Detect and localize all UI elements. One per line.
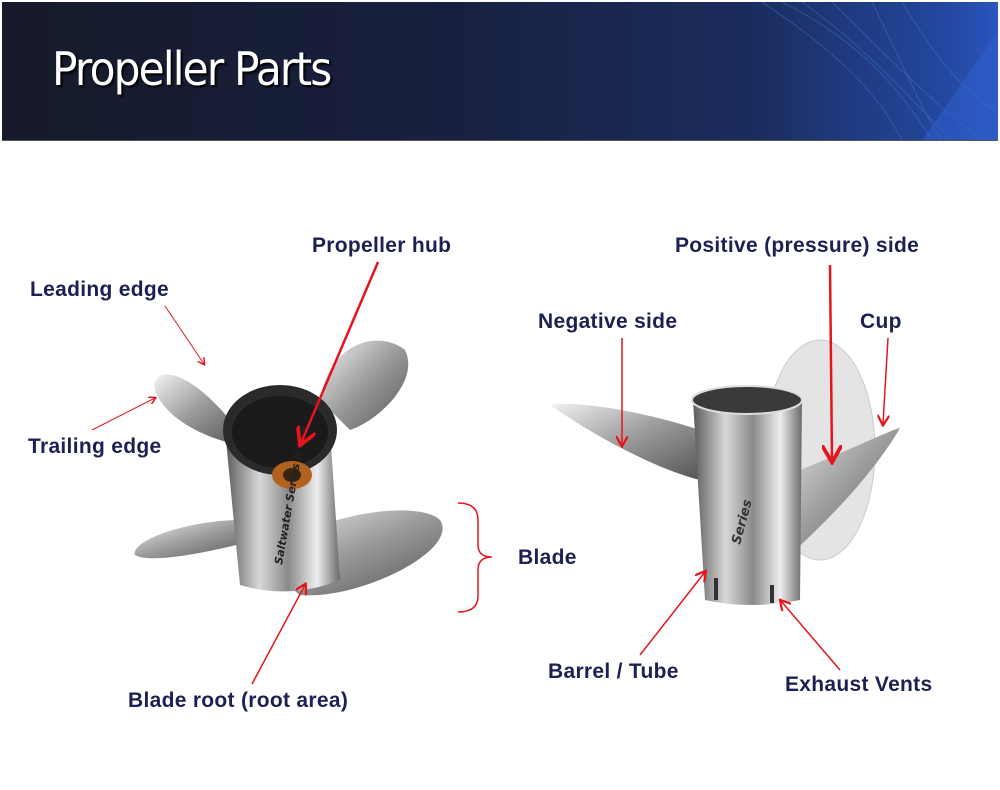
positive-side-arrow	[830, 264, 832, 460]
left-propeller-image: Saltwater Series II SS4	[134, 340, 443, 596]
label-leading-edge: Leading edge	[30, 278, 169, 301]
hub-arrow	[301, 261, 380, 443]
leading-edge-arrow	[164, 305, 204, 364]
banner-wave-decoration	[761, 2, 998, 140]
cup-arrow	[883, 337, 888, 424]
annotation-arrows	[91, 261, 888, 685]
label-blade-root: Blade root (root area)	[128, 689, 349, 712]
exhaust-arrow	[781, 601, 841, 671]
label-propeller-hub: Propeller hub	[312, 234, 452, 257]
page-title: Propeller Parts	[52, 42, 332, 96]
label-blade: Blade	[518, 546, 577, 569]
blade-root-arrow	[251, 585, 305, 685]
label-trailing-edge: Trailing edge	[28, 435, 162, 458]
title-banner: Propeller Parts	[2, 2, 998, 141]
label-cup: Cup	[860, 310, 902, 333]
right-propeller-image: Series	[550, 339, 900, 605]
label-positive-side: Positive (pressure) side	[675, 234, 920, 257]
blade-bracket	[457, 502, 493, 613]
label-barrel-tube: Barrel / Tube	[548, 660, 679, 683]
trailing-edge-arrow	[91, 398, 155, 431]
barrel-arrow	[639, 572, 705, 656]
label-negative-side: Negative side	[538, 310, 678, 333]
label-exhaust-vents: Exhaust Vents	[785, 673, 933, 696]
